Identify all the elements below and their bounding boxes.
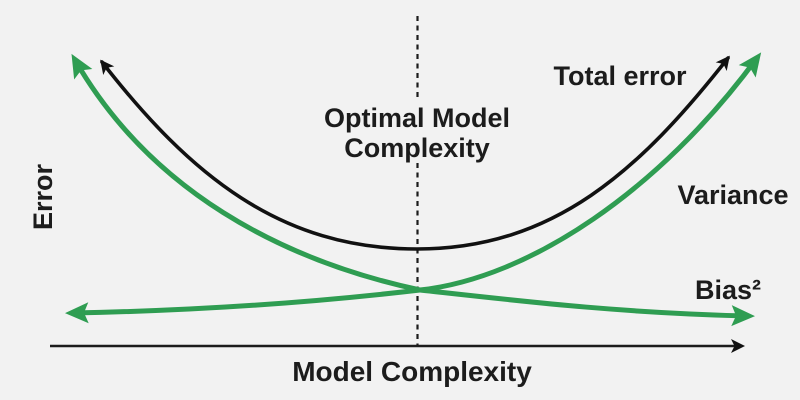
variance-label: Variance bbox=[677, 180, 788, 210]
optimal-model-complexity-label-line1: Optimal Model bbox=[324, 103, 510, 133]
x-axis-label: Model Complexity bbox=[292, 356, 532, 387]
y-axis-label: Error bbox=[28, 163, 58, 230]
bias-squared-curve bbox=[71, 53, 755, 327]
bias-squared-label: Bias² bbox=[695, 275, 761, 305]
variance-curve bbox=[65, 52, 762, 324]
total-error-label: Total error bbox=[553, 61, 687, 91]
optimal-model-complexity-label-line2: Complexity bbox=[344, 133, 490, 163]
